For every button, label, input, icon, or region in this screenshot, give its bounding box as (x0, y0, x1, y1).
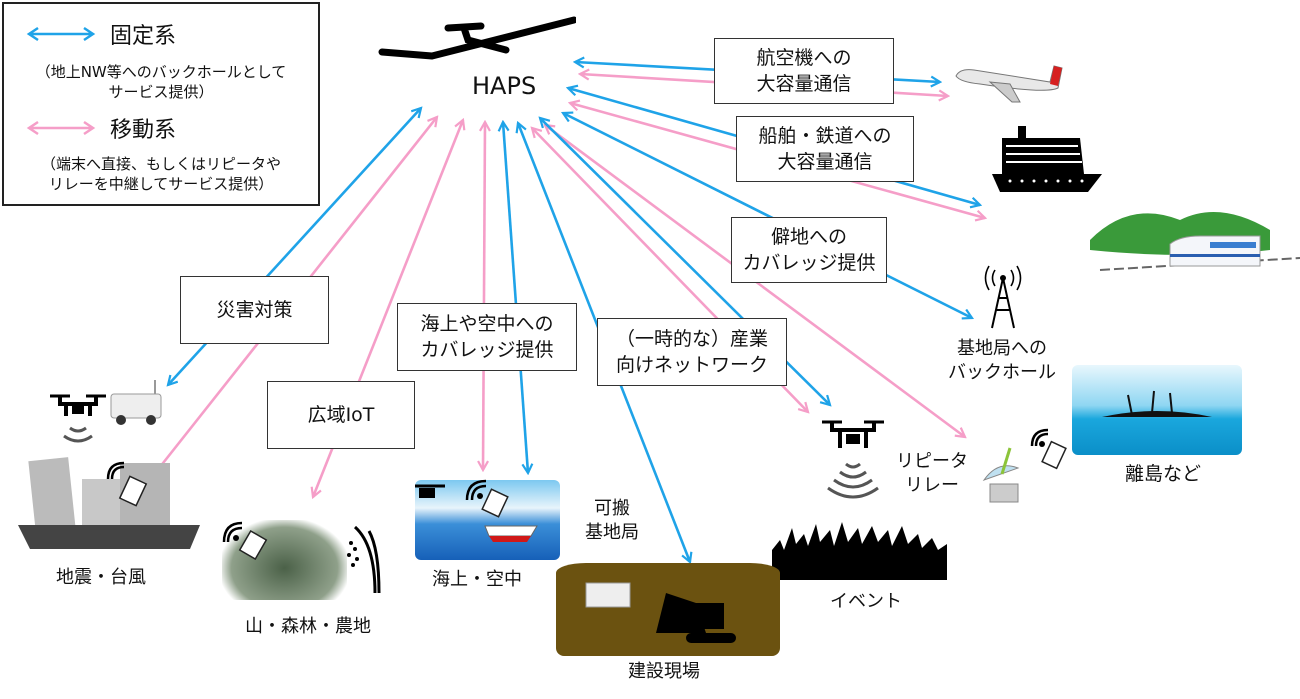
pink-double-arrow-icon (26, 120, 96, 136)
usecase-ship-rail-box: 船舶・鉄道への 大容量通信 (736, 116, 914, 182)
repeater-label: リピータ リレー (896, 450, 968, 498)
usecase-industry-box: （一時的な）産業 向けネットワーク (597, 318, 787, 386)
legend: 固定系 （地上NW等へのバックホールとして サービス提供） 移動系 （端末へ直接… (2, 2, 320, 206)
palm-island-icon (1102, 390, 1212, 417)
backhaul-label-line2: バックホール (948, 362, 1056, 383)
usecase-sea-air-line1: 海上や空中への (420, 313, 554, 335)
drone-disaster-icon (50, 394, 106, 443)
mobile-link-sea (483, 122, 485, 470)
blue-double-arrow-icon (26, 26, 96, 42)
legend-fixed-desc-2: サービス提供） (108, 83, 214, 101)
earthquake-label: 地震・台風 (56, 567, 146, 588)
mountain-image (222, 520, 347, 600)
event-label: イベント (830, 591, 902, 612)
fixed-link-sea (503, 122, 528, 473)
excavator-truck-icon (585, 582, 736, 643)
legend-mobile-title: 移動系 (110, 118, 177, 143)
usecase-aircraft-line2: 大容量通信 (756, 73, 852, 95)
rice-plant-icon (347, 525, 381, 594)
usecase-industry-line1: （一時的な）産業 (615, 328, 768, 350)
collapsed-buildings-icon (18, 457, 200, 549)
legend-mobile-desc-1: （端末へ直接、もしくはリピータや (40, 155, 281, 173)
usecase-remote-line1: 僻地への (770, 226, 847, 248)
usecase-industry-line2: 向けネットワーク (615, 354, 768, 376)
backhaul-label-line1: 基地局への (957, 338, 1047, 359)
legend-fixed: 固定系 (26, 18, 176, 50)
repeater-label-line1: リピータ (896, 451, 968, 472)
crowd-silhouette-icon (772, 522, 947, 580)
construction-site-image (556, 563, 780, 656)
usecase-disaster-box: 災害対策 (180, 276, 329, 344)
satellite-dish-repeater-icon (982, 447, 1020, 503)
legend-fixed-desc-1: （地上NW等へのバックホールとして (35, 63, 287, 81)
haps-label: HAPS (472, 72, 537, 100)
usecase-ship-rail-line1: 船舶・鉄道への (758, 125, 892, 147)
backhaul-label: 基地局への バックホール (948, 337, 1056, 385)
drone-signal-icon (822, 420, 884, 499)
repeater-label-line2: リレー (905, 475, 959, 496)
usecase-remote-box: 僻地への カバレッジ提供 (731, 217, 887, 283)
legend-mobile-desc-2: リレーを中継してサービス提供） (48, 175, 274, 193)
airplane-icon (955, 65, 1063, 103)
usecase-iot-line1: 広域IoT (307, 404, 375, 426)
radio-tower-icon (984, 265, 1022, 329)
portable-bs-line1: 可搬 (594, 498, 630, 519)
construction-label: 建設現場 (628, 661, 700, 682)
legend-mobile: 移動系 (26, 112, 176, 144)
glider-aircraft-icon (378, 16, 576, 60)
usecase-remote-line2: カバレッジ提供 (742, 252, 876, 274)
wireless-device-sea-icon (465, 479, 509, 518)
island-image (1072, 365, 1242, 455)
sea-air-label: 海上・空中 (432, 569, 522, 590)
cruise-ship-icon (992, 126, 1102, 192)
island-label: 離島など (1125, 463, 1202, 485)
legend-fixed-title: 固定系 (110, 24, 177, 49)
mountain-label: 山・森林・農地 (245, 616, 371, 637)
usecase-iot-box: 広域IoT (267, 381, 415, 449)
wireless-device-icon (1030, 428, 1067, 470)
usecase-ship-rail-line2: 大容量通信 (777, 151, 873, 173)
usecase-aircraft-line1: 航空機への (756, 47, 852, 69)
relay-vehicle-icon (110, 380, 162, 425)
usecase-sea-air-line2: カバレッジ提供 (420, 339, 554, 361)
portable-bs-line2: 基地局 (585, 522, 639, 543)
usecase-aircraft-box: 航空機への 大容量通信 (714, 38, 894, 104)
usecase-sea-air-box: 海上や空中への カバレッジ提供 (397, 303, 577, 371)
hills-train-icon (1090, 212, 1300, 271)
wireless-device-mountain-icon (222, 521, 268, 561)
usecase-disaster-line1: 災害対策 (216, 299, 293, 321)
portable-bs-label: 可搬 基地局 (585, 497, 639, 545)
